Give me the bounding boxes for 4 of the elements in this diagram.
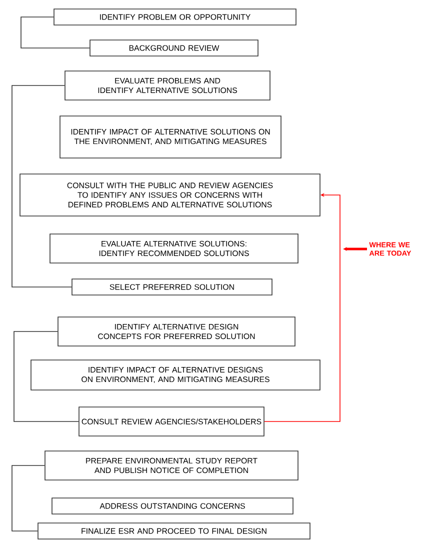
bracket-line (20, 16, 90, 48)
bracket-line (12, 85, 72, 288)
bracket-line (14, 331, 79, 422)
bracket-line (12, 465, 45, 532)
